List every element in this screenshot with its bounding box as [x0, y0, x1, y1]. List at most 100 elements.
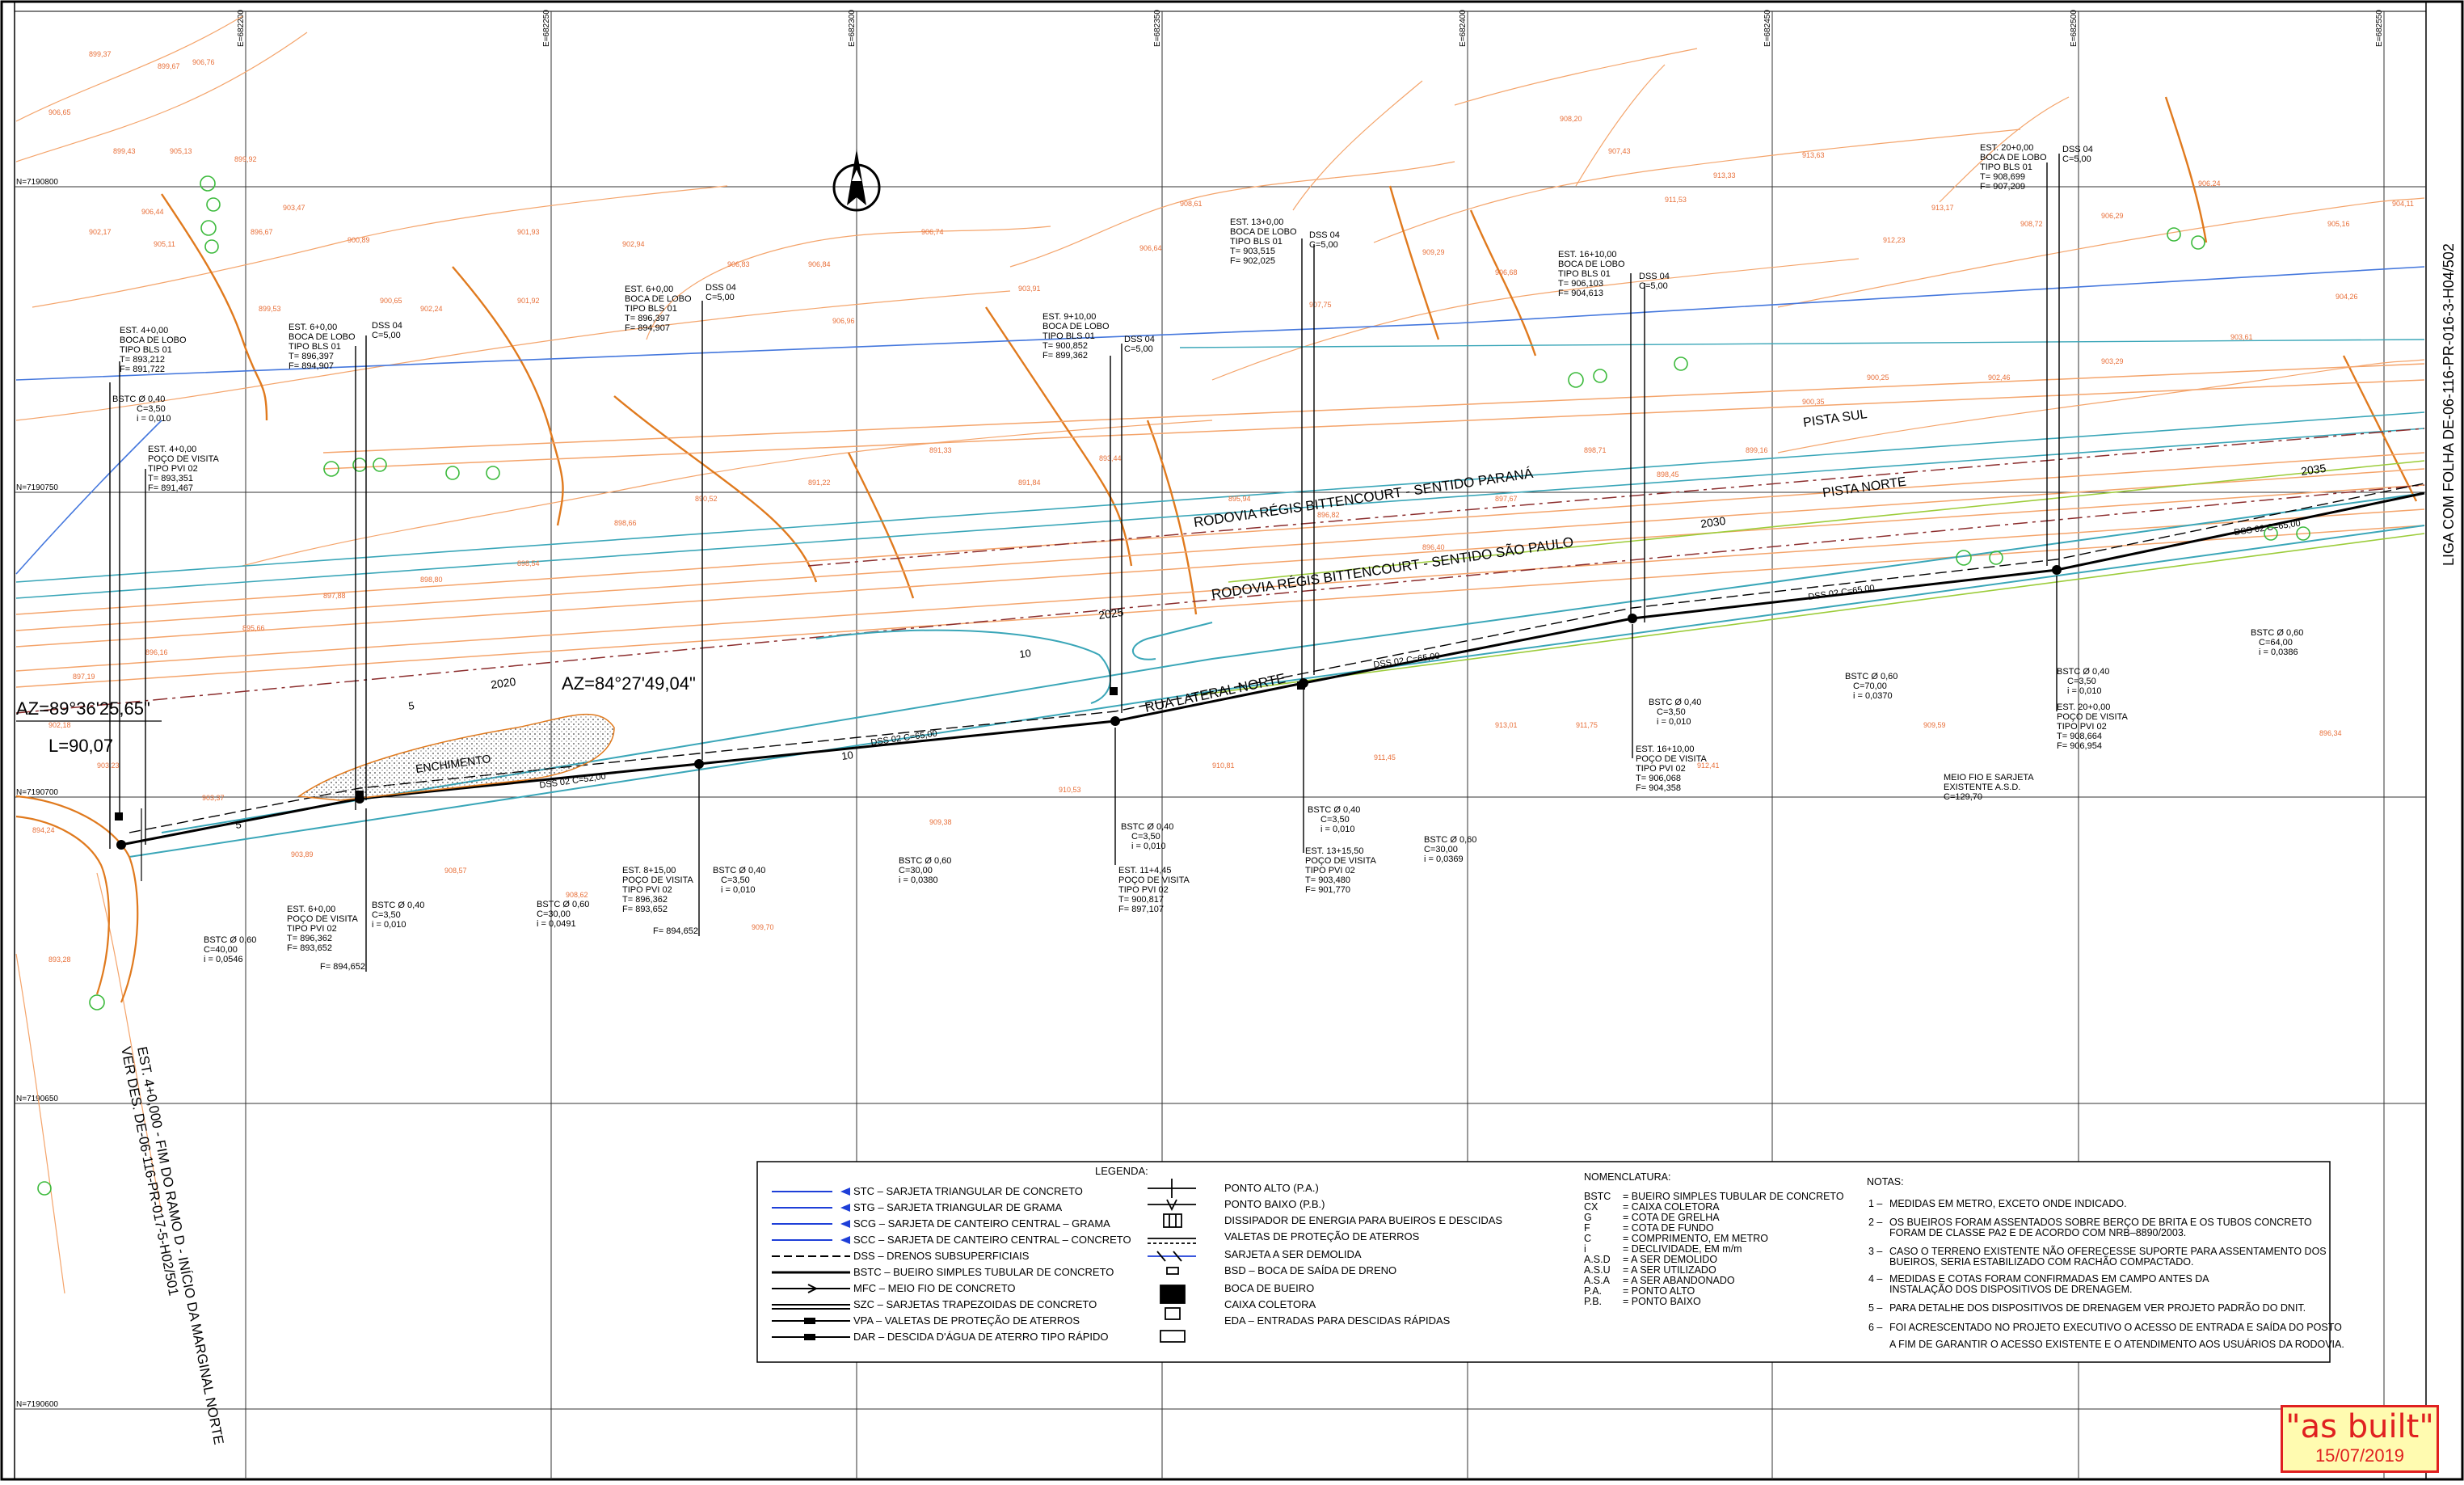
- spot-elevation-label: 898,71: [1584, 446, 1607, 454]
- svg-text:F= 906,954: F= 906,954: [2057, 741, 2102, 751]
- svg-text:3 –: 3 –: [1868, 1246, 1882, 1257]
- spot-elevation-label: 898,54: [517, 559, 540, 567]
- road-centerlines: [15, 428, 2425, 714]
- spot-elevation-label: 904,11: [2392, 200, 2414, 208]
- spot-elevation-label: 899,16: [1746, 446, 1768, 454]
- svg-text:C=3,50: C=3,50: [1657, 707, 1686, 717]
- svg-text:BSTC Ø 0,40: BSTC Ø 0,40: [372, 901, 424, 910]
- svg-text:= COTA DE GRELHA: = COTA DE GRELHA: [1623, 1212, 1720, 1223]
- station-label: 10: [840, 749, 853, 762]
- legend-item: SCG – SARJETA DE CANTEIRO CENTRAL – GRAM…: [853, 1217, 1110, 1230]
- notes-title: NOTAS:: [1867, 1176, 1904, 1188]
- svg-text:TIPO BLS 01: TIPO BLS 01: [625, 304, 677, 314]
- svg-text:BOCA DE LOBO: BOCA DE LOBO: [1980, 153, 2047, 162]
- svg-text:i = 0,010: i = 0,010: [372, 920, 406, 930]
- svg-text:PARA DETALHE DOS DISPOSITIVOS: PARA DETALHE DOS DISPOSITIVOS DE DRENAGE…: [1889, 1302, 2306, 1314]
- spot-elevation-label: 913,01: [1495, 721, 1518, 729]
- station-labels: 2020 2025 2030 2035 5 10 5 10: [234, 462, 2327, 831]
- svg-text:EXISTENTE A.S.D.: EXISTENTE A.S.D.: [1944, 783, 2020, 792]
- index-contours: [161, 96, 2418, 615]
- legend-item: CAIXA COLETORA: [1224, 1298, 1316, 1310]
- as-built-date: 15/07/2019: [2314, 1445, 2405, 1466]
- grid-label-e: E=682500: [2070, 10, 2079, 47]
- grid-label-e: E=682550: [2375, 10, 2384, 47]
- svg-text:POÇO DE VISITA: POÇO DE VISITA: [148, 454, 219, 464]
- svg-text:F= 891,467: F= 891,467: [148, 483, 193, 493]
- svg-text:i = 0,0369: i = 0,0369: [1424, 854, 1464, 864]
- spot-elevation-label: 905,13: [170, 147, 192, 155]
- svg-text:F= 904,358: F= 904,358: [1636, 783, 1681, 793]
- callout-meio-fio: MEIO FIO E SARJETA EXISTENTE A.S.D. C=12…: [1944, 773, 2034, 802]
- grid-label-n: N=7190650: [16, 1095, 58, 1103]
- svg-text:6 –: 6 –: [1868, 1322, 1882, 1333]
- svg-text:BSTC Ø 0,60: BSTC Ø 0,60: [1845, 672, 1897, 681]
- svg-text:= BUEIRO SIMPLES TUBULAR DE CO: = BUEIRO SIMPLES TUBULAR DE CONCRETO: [1623, 1191, 1844, 1202]
- legend-item: VPA – VALETAS DE PROTEÇÃO DE ATERROS: [853, 1314, 1080, 1327]
- spot-elevation-label: 911,53: [1665, 196, 1687, 204]
- spot-elevation-label: 903,29: [2101, 357, 2124, 365]
- spot-elevation-label: 900,25: [1867, 373, 1889, 382]
- spot-elevation-label: 906,29: [2101, 212, 2124, 220]
- svg-text:EST. 11+4,45: EST. 11+4,45: [1118, 866, 1172, 875]
- svg-text:i = 0,010: i = 0,010: [1657, 717, 1691, 727]
- spot-elevation-label: 901,92: [517, 297, 540, 305]
- grid-label-n: N=7190600: [16, 1400, 58, 1409]
- spot-elevation-label: 891,22: [808, 479, 831, 487]
- spot-elevation-label: 906,96: [832, 317, 855, 325]
- svg-text:T= 908,699: T= 908,699: [1980, 172, 2025, 182]
- spot-elevation-label: 903,61: [2230, 333, 2253, 341]
- spot-elevation-label: 912,23: [1883, 236, 1906, 244]
- svg-text:T= 900,817: T= 900,817: [1118, 895, 1164, 905]
- svg-text:BSTC Ø 0,40: BSTC Ø 0,40: [2057, 667, 2109, 677]
- svg-text:TIPO PVI 02: TIPO PVI 02: [1118, 885, 1169, 895]
- svg-text:DSS 04: DSS 04: [1309, 230, 1340, 240]
- svg-text:DSS 04: DSS 04: [372, 321, 402, 331]
- svg-text:C: C: [1584, 1233, 1591, 1244]
- svg-text:C=40,00: C=40,00: [204, 945, 238, 955]
- callout-bl13: EST. 13+0,00 BOCA DE LOBO TIPO BLS 01 T=…: [1230, 217, 1297, 266]
- spot-elevation-label: 899,37: [89, 50, 112, 58]
- svg-text:C=30,00: C=30,00: [537, 909, 571, 919]
- station-label: 2035: [2300, 462, 2327, 478]
- spot-elevation-label: 895,66: [242, 624, 265, 632]
- road-label-pista-sul: PISTA SUL: [1802, 407, 1868, 430]
- north-coordinate-labels: N=7190800 N=7190750 N=7190700 N=7190650 …: [16, 178, 58, 1409]
- legend-item: SZC – SARJETAS TRAPEZOIDAS DE CONCRETO: [853, 1298, 1097, 1310]
- svg-text:POÇO DE VISITA: POÇO DE VISITA: [2057, 712, 2128, 722]
- svg-text:C=5,00: C=5,00: [372, 331, 401, 340]
- svg-text:MEDIDAS E COTAS FORAM CONFIRMA: MEDIDAS E COTAS FORAM CONFIRMADAS EM CAM…: [1889, 1273, 2209, 1285]
- spot-elevation-label: 899,67: [158, 62, 180, 70]
- nomenclature-title: NOMENCLATURA:: [1584, 1171, 1670, 1183]
- svg-text:T= 893,351: T= 893,351: [148, 474, 193, 483]
- svg-text:POÇO DE VISITA: POÇO DE VISITA: [287, 914, 358, 924]
- svg-text:C=3,50: C=3,50: [137, 404, 166, 414]
- bstc-040-labels: BSTC Ø 0,40C=3,50i = 0,010 BSTC Ø 0,40C=…: [112, 394, 2109, 930]
- callout-bl6: EST. 6+0,00 BOCA DE LOBO TIPO BLS 01 T= …: [289, 323, 356, 371]
- grid-label-e: E=682400: [1459, 10, 1468, 47]
- svg-text:T= 896,397: T= 896,397: [625, 314, 670, 323]
- spot-elevation-label: 913,33: [1713, 171, 1736, 179]
- spot-elevation-label: 906,44: [141, 208, 164, 216]
- svg-text:TIPO BLS 01: TIPO BLS 01: [1042, 331, 1095, 341]
- spot-elevation-label: 910,53: [1059, 786, 1081, 794]
- ramp-end-note: EST. 4+0,000 - FIM DO RAMO D - INÍCIO DA…: [118, 1045, 226, 1446]
- grid-label-n: N=7190750: [16, 483, 58, 492]
- spot-elevation-label: 913,17: [1931, 204, 1954, 212]
- svg-text:POÇO DE VISITA: POÇO DE VISITA: [1305, 856, 1376, 866]
- svg-text:A.S.D: A.S.D: [1584, 1254, 1611, 1265]
- svg-text:TIPO BLS 01: TIPO BLS 01: [289, 342, 341, 352]
- svg-text:= PONTO ALTO: = PONTO ALTO: [1623, 1285, 1695, 1297]
- legend-symbols-left: [772, 1188, 850, 1340]
- svg-text:C=64,00: C=64,00: [2259, 638, 2293, 648]
- svg-text:P.A.: P.A.: [1584, 1285, 1602, 1297]
- svg-text:EST. 6+0,00: EST. 6+0,00: [289, 323, 337, 332]
- spot-elevation-label: 906,76: [192, 58, 215, 66]
- spot-elevation-label: 911,75: [1576, 721, 1598, 729]
- svg-text:F= 897,107: F= 897,107: [1118, 905, 1164, 914]
- spot-elevation-label: 900,35: [1802, 398, 1825, 406]
- svg-text:BSTC Ø 0,60: BSTC Ø 0,60: [2251, 628, 2303, 638]
- match-line-label: LIGA COM FOLHA DE-06-116-PR-016-3-H04/50…: [2441, 243, 2457, 566]
